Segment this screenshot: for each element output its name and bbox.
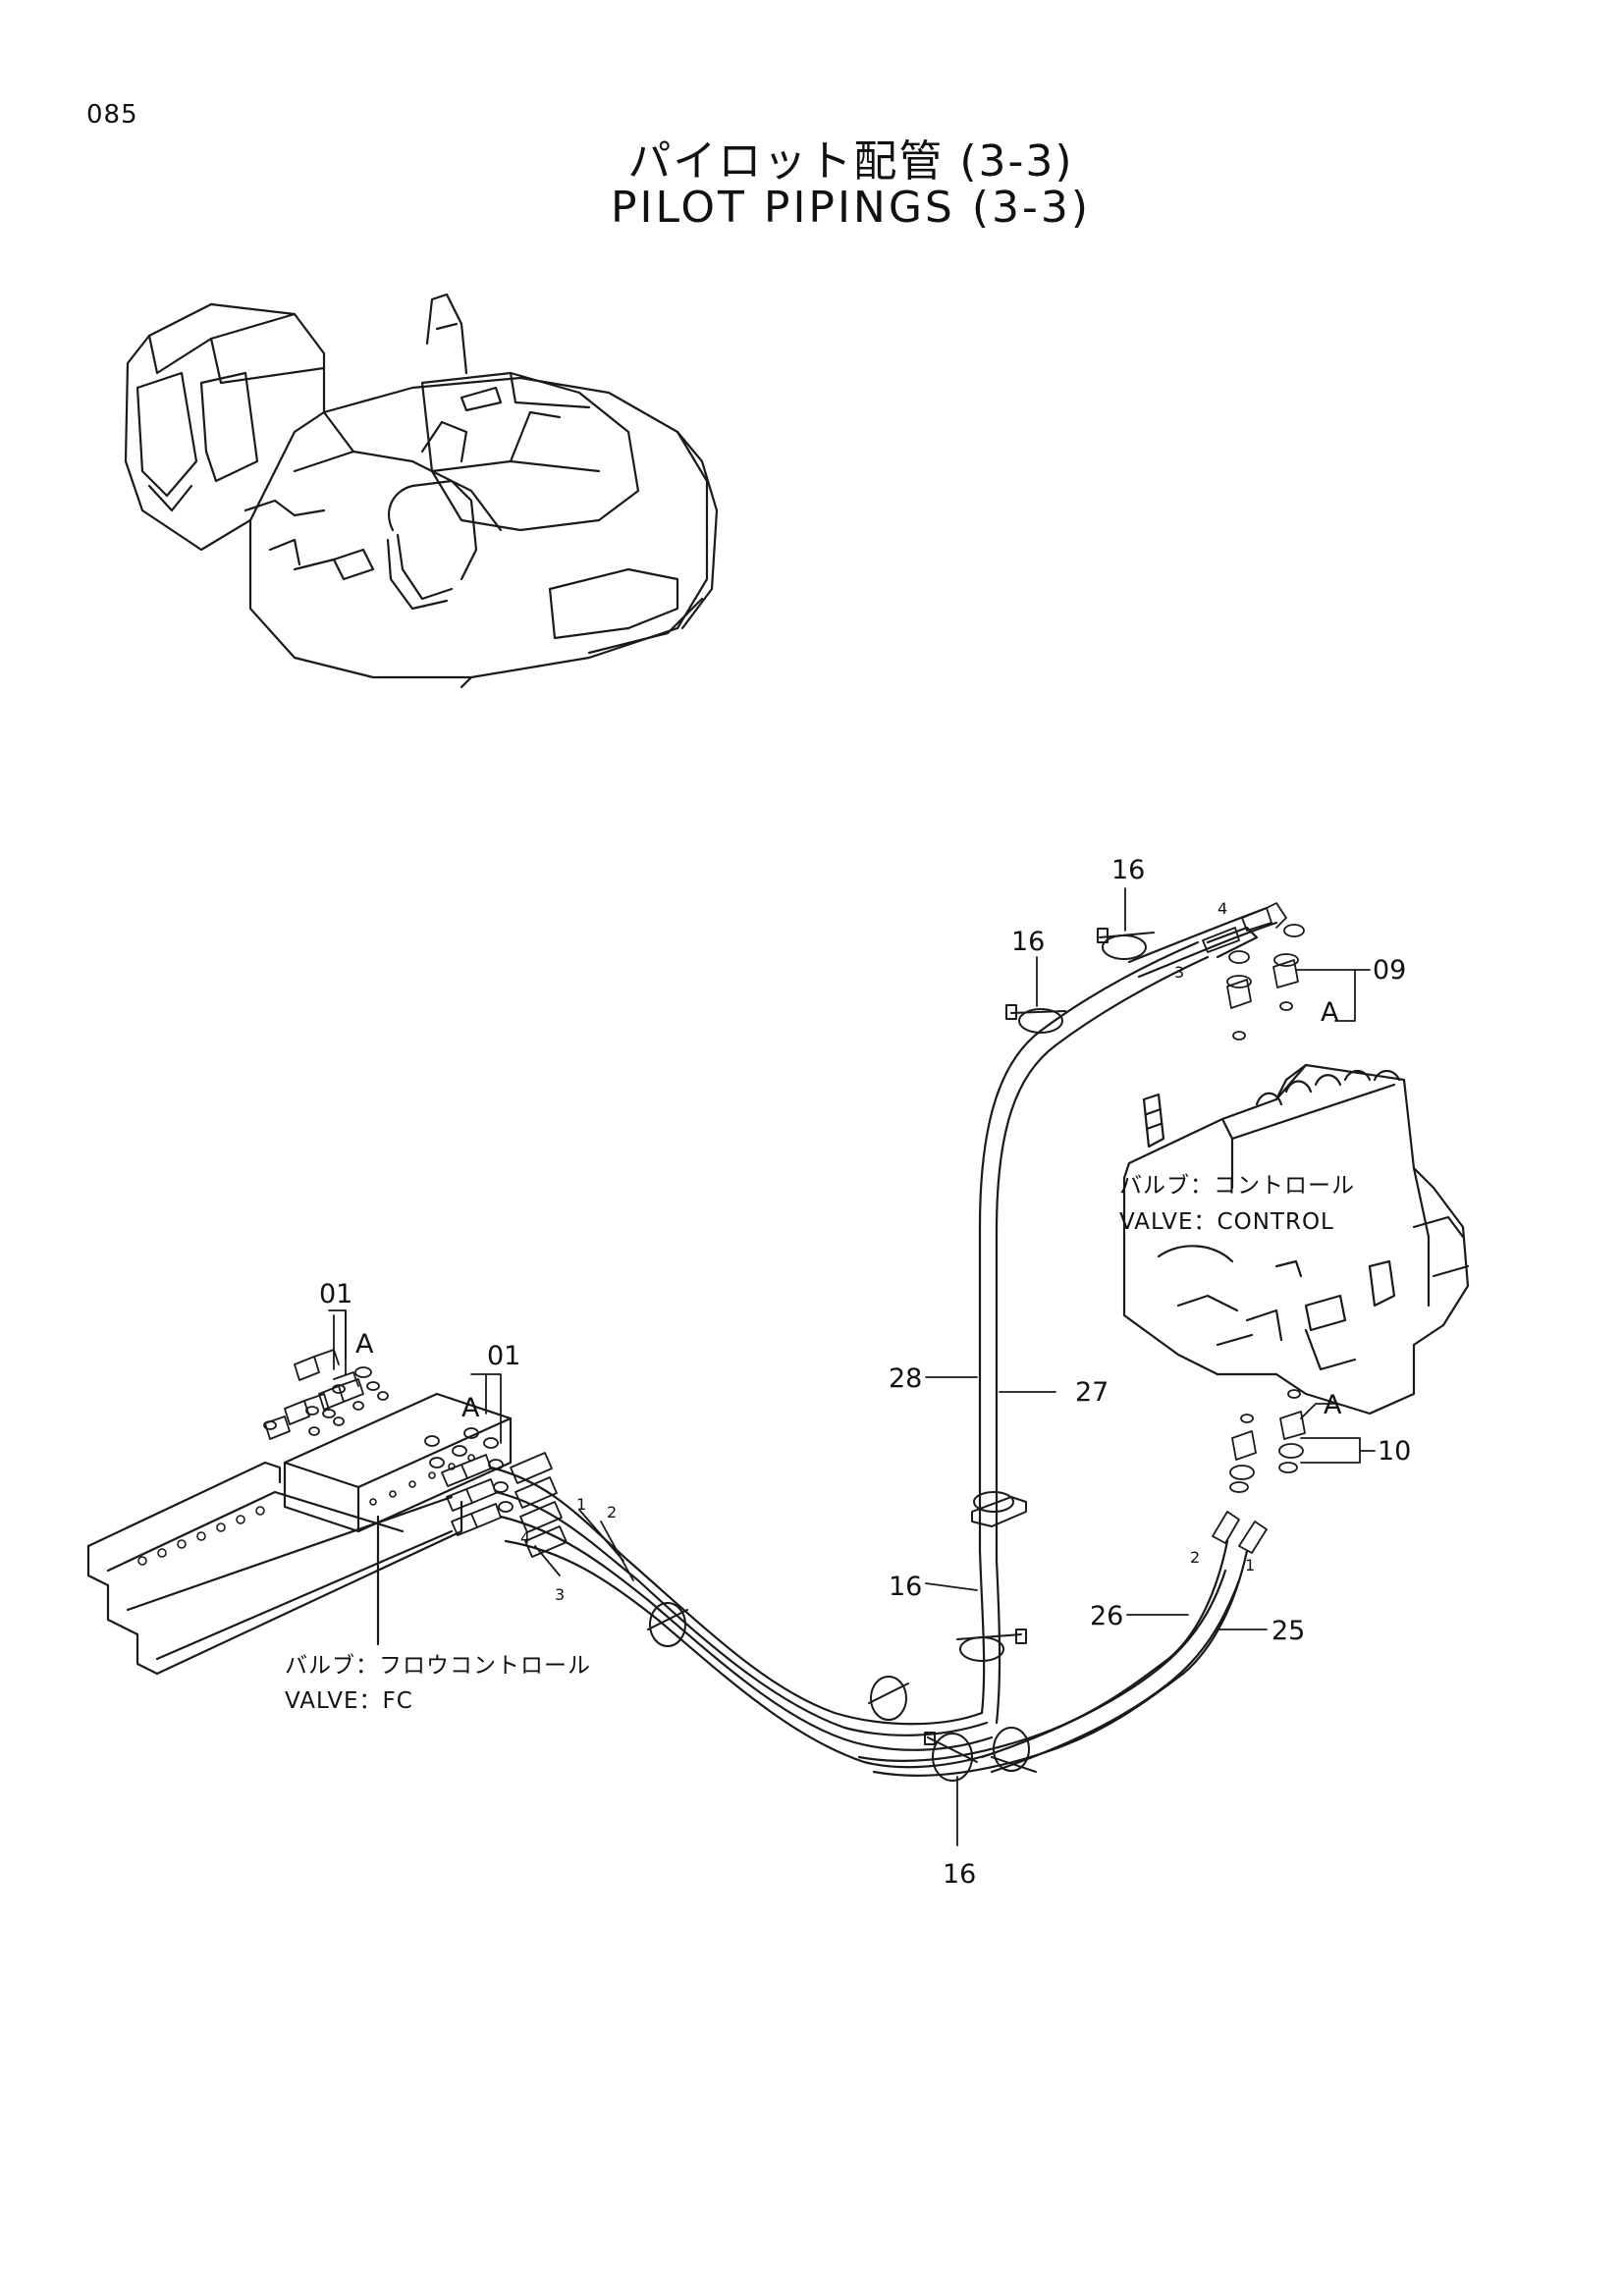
control-valve-caption-en: VALVE：CONTROL [1119,1209,1334,1235]
excavator-overview [124,293,719,689]
hose-number-2-bottom: 2 [1190,1548,1200,1567]
hose-number-4-fc: 4 [520,1528,530,1547]
callout-a-01-left: A [355,1329,374,1360]
callout-27: 27 [1075,1377,1109,1408]
hose-bundle [489,902,1287,1778]
hose-number-3-fc: 3 [555,1585,565,1604]
callout-16-middle: 16 [889,1572,922,1602]
callout-16-upper-left: 16 [1011,927,1045,957]
control-valve-caption-jp: バルブ：コントロール [1119,1173,1355,1199]
hose-clamps [647,928,1155,1782]
callout-a-01-right: A [461,1393,480,1423]
callout-09: 09 [1373,955,1406,986]
callout-26: 26 [1090,1601,1123,1631]
page-title-english: PILOT PIPINGS (3-3) [610,183,1092,233]
fc-valve-caption-en: VALVE：FC [285,1688,413,1714]
callout-25: 25 [1271,1616,1305,1646]
callout-01-right: 01 [487,1341,520,1371]
callout-28: 28 [889,1363,922,1394]
callout-a-09: A [1321,997,1339,1028]
hose-number-2-fc: 2 [607,1503,617,1522]
hose-number-1-fc: 1 [576,1495,586,1514]
fc-valve-caption-jp: バルブ：フロウコントロール [285,1653,591,1679]
flow-control-valve [86,1349,514,1676]
hose-number-3-top: 3 [1174,963,1184,982]
callout-16-bottom: 16 [943,1859,976,1890]
hose-number-1-bottom: 1 [1245,1556,1255,1575]
leader-lines [328,887,1376,1846]
page-number: 085 [86,100,138,130]
control-valve [1122,924,1470,1493]
callout-a-10: A [1324,1390,1342,1420]
callout-labels: 16 16 16 16 09 10 01 01 28 27 26 25 A A … [285,855,1411,1890]
callout-16-top: 16 [1111,855,1145,885]
callout-10: 10 [1378,1436,1411,1467]
page-title-japanese: パイロット配管 (3-3) [627,136,1074,187]
hose-number-4-top: 4 [1217,899,1227,918]
callout-01-left: 01 [319,1279,352,1309]
